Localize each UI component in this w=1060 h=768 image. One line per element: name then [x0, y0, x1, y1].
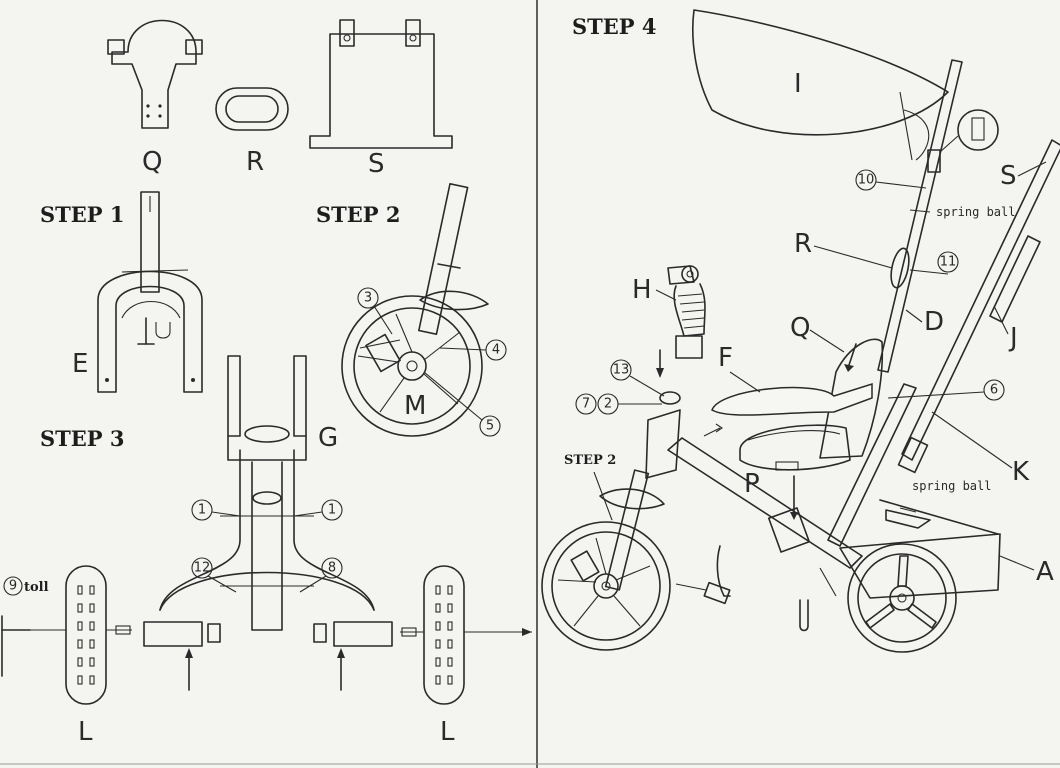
svg-text:8: 8	[328, 561, 336, 576]
label-q-seat: Q	[790, 313, 810, 343]
label-r-ring: R	[794, 229, 812, 259]
svg-text:3: 3	[364, 291, 372, 306]
canopy-sunshade	[692, 9, 949, 161]
step-2-front-wheel-drawing	[341, 182, 489, 437]
step-1-fork-drawing	[97, 191, 203, 393]
toll-pin	[1, 615, 31, 677]
label-j: J	[1008, 323, 1018, 353]
label-m: M	[404, 391, 426, 421]
callout-9-toll: 9 toll	[3, 576, 49, 596]
left-rear-wheel	[12, 565, 132, 705]
callout-3: 3	[357, 287, 393, 335]
note-spring-ball-top: spring ball	[936, 205, 1015, 219]
label-r: R	[246, 147, 264, 177]
canopy-pole	[877, 59, 963, 373]
label-f: F	[718, 343, 733, 373]
svg-text:11: 11	[940, 255, 957, 270]
step-3-rear-axle-frame	[143, 355, 393, 691]
callout-10: 10	[855, 169, 927, 191]
seat-and-armrest	[711, 338, 884, 520]
svg-text:1: 1	[328, 503, 336, 518]
step-1-heading: STEP 1	[40, 202, 125, 227]
label-s-handle: S	[1000, 161, 1017, 191]
step-4-rear-wheel	[847, 543, 957, 653]
svg-text:2: 2	[604, 397, 612, 412]
push-handle	[897, 139, 1060, 474]
label-g: G	[318, 423, 338, 453]
label-q: Q	[142, 147, 162, 177]
handlebar-h	[667, 265, 706, 359]
label-a: A	[1036, 557, 1054, 587]
label-l-right: L	[440, 717, 455, 747]
label-d: D	[924, 307, 944, 337]
svg-text:12: 12	[194, 561, 211, 576]
callout-4: 4	[439, 339, 507, 361]
svg-text:1: 1	[198, 503, 206, 518]
label-l-left: L	[78, 717, 93, 747]
svg-text:4: 4	[492, 343, 500, 358]
note-spring-ball-bottom: spring ball	[912, 479, 991, 493]
callout-7-2: 7 2	[575, 391, 681, 415]
svg-text:5: 5	[486, 419, 494, 434]
svg-text:toll: toll	[24, 580, 49, 595]
step-2-reference-label: STEP 2	[564, 453, 616, 468]
label-e: E	[72, 349, 88, 379]
callout-12: 12	[191, 557, 237, 593]
callout-6: 6	[887, 379, 1005, 401]
label-i: I	[794, 69, 802, 99]
svg-text:10: 10	[858, 173, 875, 188]
part-s-basket	[309, 19, 453, 149]
callout-1-right: 1	[293, 499, 343, 521]
svg-text:6: 6	[990, 383, 998, 398]
callout-8: 8	[299, 557, 343, 593]
part-q-seat-bracket	[107, 19, 203, 129]
callout-13: 13	[610, 359, 665, 397]
part-r-ring	[215, 87, 289, 131]
detail-circle	[939, 109, 999, 153]
svg-text:9: 9	[9, 579, 17, 594]
callout-5: 5	[423, 371, 501, 437]
step-2-heading: STEP 2	[316, 202, 401, 227]
right-rear-wheel	[400, 565, 532, 705]
svg-text:13: 13	[613, 363, 630, 378]
step-3-heading: STEP 3	[40, 426, 125, 451]
callout-11: 11	[937, 251, 959, 273]
step-4-front-wheel	[541, 469, 671, 651]
svg-text:7: 7	[582, 397, 590, 412]
step-4-heading: STEP 4	[572, 14, 657, 39]
label-k: K	[1012, 457, 1030, 487]
tricycle-frame	[645, 383, 1001, 632]
label-s: S	[368, 149, 385, 179]
label-h: H	[632, 275, 652, 305]
callout-1-left: 1	[191, 499, 241, 521]
